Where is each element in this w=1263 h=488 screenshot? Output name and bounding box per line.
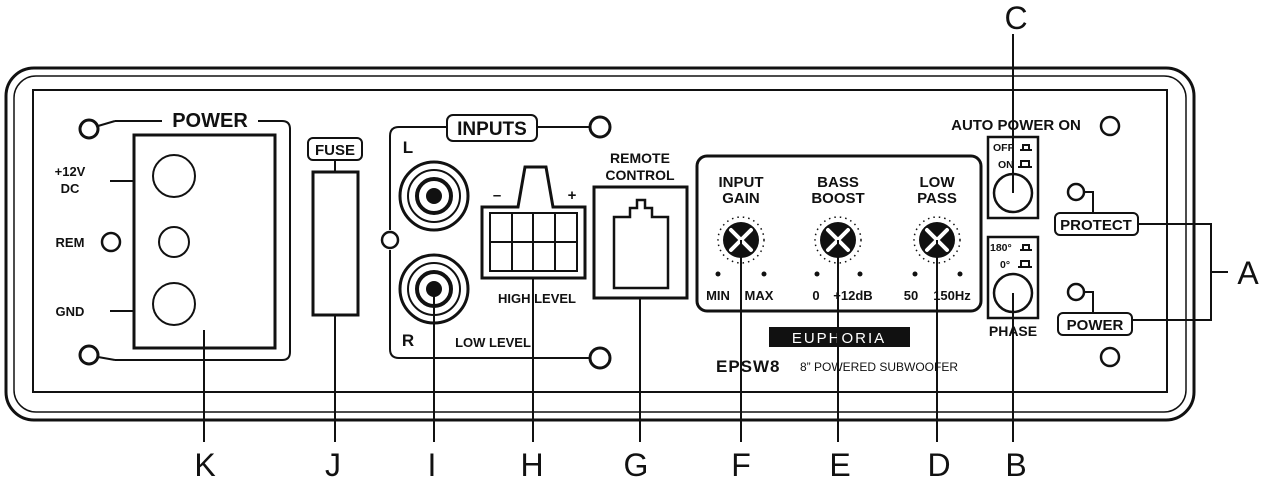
callout-j: J bbox=[325, 447, 341, 483]
brand-logo: EUPHORIA bbox=[769, 327, 910, 347]
callout-h: H bbox=[520, 447, 543, 483]
callout-f: F bbox=[731, 447, 751, 483]
fuse-holder[interactable] bbox=[311, 170, 360, 317]
knob-low-pass-label-2: PASS bbox=[917, 190, 957, 207]
callout-e: E bbox=[829, 447, 850, 483]
brand-model: EPSW8 bbox=[716, 357, 781, 376]
mount-screw-top-left bbox=[78, 118, 100, 140]
power-label-box bbox=[1057, 312, 1133, 336]
terminal-gnd[interactable] bbox=[152, 282, 196, 326]
protect-led bbox=[1066, 182, 1086, 202]
inputs-title-box bbox=[446, 114, 538, 142]
phase-180: 180° bbox=[990, 242, 1012, 254]
knob-low-pass[interactable]: LOW PASS 50 150Hz bbox=[904, 174, 972, 303]
remote-rj-jack[interactable] bbox=[612, 198, 670, 290]
chassis-inner-edge bbox=[13, 75, 1187, 413]
channel-left-label: L bbox=[403, 138, 413, 157]
inputs-section: INPUTS L R LOW LEVEL – bbox=[380, 114, 612, 370]
callout-d: D bbox=[927, 447, 950, 483]
mount-screw-inputs-left bbox=[380, 230, 400, 250]
fuse-section: FUSE bbox=[307, 137, 363, 317]
mount-screw-inputs-top bbox=[588, 115, 612, 139]
auto-power-off: OFF bbox=[993, 142, 1015, 154]
knob-input-gain-min: MIN bbox=[706, 288, 730, 303]
brand-description: 8” POWERED SUBWOOFER bbox=[800, 360, 958, 374]
knob-bass-boost-label-1: BASS bbox=[817, 174, 859, 191]
power-led bbox=[1066, 282, 1086, 302]
fuse-label: FUSE bbox=[315, 142, 355, 159]
knob-low-pass-max: 150Hz bbox=[933, 288, 971, 303]
power-section: POWER +12V DC REM GND bbox=[55, 110, 291, 366]
protect-label: PROTECT bbox=[1060, 217, 1132, 234]
knob-bass-boost-min: 0 bbox=[812, 288, 819, 303]
label-12v: +12V bbox=[55, 164, 86, 179]
inputs-title: INPUTS bbox=[457, 119, 527, 140]
power-label: POWER bbox=[1067, 317, 1124, 334]
remote-label-line2: CONTROL bbox=[605, 167, 675, 183]
chassis-outer bbox=[4, 66, 1196, 422]
channel-right-label: R bbox=[402, 331, 414, 350]
mount-screw-inputs-bottom bbox=[588, 346, 612, 370]
knob-input-gain-label-1: INPUT bbox=[719, 174, 764, 191]
terminal-rem[interactable] bbox=[158, 226, 190, 258]
power-section-title: POWER bbox=[172, 110, 248, 132]
knob-low-pass-label-1: LOW bbox=[920, 174, 956, 191]
high-level-label: HIGH LEVEL bbox=[498, 291, 576, 306]
callout-k: K bbox=[194, 447, 215, 483]
label-gnd: GND bbox=[56, 304, 85, 319]
remote-label-line1: REMOTE bbox=[610, 150, 670, 166]
phase-0: 0° bbox=[1000, 259, 1010, 271]
callout-b: B bbox=[1005, 447, 1026, 483]
high-level-minus: – bbox=[493, 187, 501, 204]
mount-screw-bottom-right bbox=[1099, 346, 1121, 368]
mount-screw-bottom-left bbox=[78, 344, 100, 366]
auto-power-on: ON bbox=[998, 159, 1014, 171]
callout-i: I bbox=[428, 447, 437, 483]
knob-input-gain-max: MAX bbox=[745, 288, 774, 303]
callout-c: C bbox=[1004, 0, 1027, 36]
knob-bass-boost-label-2: BOOST bbox=[811, 190, 864, 207]
rem-indicator-circle bbox=[100, 231, 122, 253]
callout-a: A bbox=[1237, 255, 1259, 291]
high-level-plus: + bbox=[568, 187, 577, 204]
high-level-connector[interactable] bbox=[480, 165, 587, 280]
indicators-section: PROTECT POWER bbox=[1054, 182, 1139, 368]
remote-control-section: REMOTE CONTROL bbox=[592, 150, 689, 300]
faceplate bbox=[32, 89, 1168, 393]
low-level-label: LOW LEVEL bbox=[455, 335, 531, 350]
label-rem: REM bbox=[56, 235, 85, 250]
mount-screw-auto-power bbox=[1099, 115, 1121, 137]
callout-g: G bbox=[624, 447, 649, 483]
auto-power-label: AUTO POWER ON bbox=[951, 117, 1081, 134]
terminal-12v[interactable] bbox=[152, 154, 196, 198]
rca-jack-left[interactable] bbox=[398, 160, 470, 232]
knob-low-pass-min: 50 bbox=[904, 288, 918, 303]
label-dc: DC bbox=[61, 181, 80, 196]
knob-bass-boost-max: +12dB bbox=[833, 288, 872, 303]
knob-input-gain-label-2: GAIN bbox=[722, 190, 760, 207]
callout-letters: K J I H G F E D B C A bbox=[194, 0, 1259, 483]
callout-lines bbox=[203, 34, 1228, 442]
